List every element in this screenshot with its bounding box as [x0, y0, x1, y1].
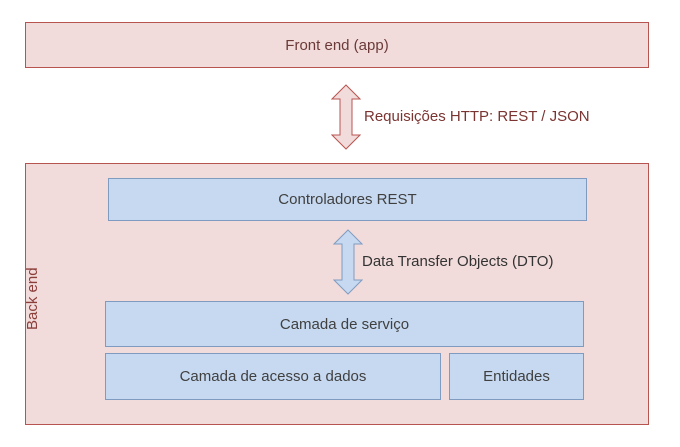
- dto-double-arrow-icon: [333, 229, 363, 295]
- frontend-box: Front end (app): [25, 22, 649, 68]
- entities-box: Entidades: [449, 353, 584, 400]
- controllers-label: Controladores REST: [278, 191, 417, 208]
- http-connector-label: Requisições HTTP: REST / JSON: [364, 108, 590, 125]
- frontend-label: Front end (app): [285, 36, 389, 54]
- service-layer-box: Camada de serviço: [105, 301, 584, 347]
- dto-connector-label: Data Transfer Objects (DTO): [362, 253, 554, 270]
- entities-label: Entidades: [483, 368, 550, 385]
- http-double-arrow-icon: [331, 84, 361, 150]
- backend-label: Back end: [24, 267, 41, 330]
- service-layer-label: Camada de serviço: [279, 315, 410, 333]
- data-access-layer-box: Camada de acesso a dados: [105, 353, 441, 400]
- controllers-box: Controladores REST: [108, 178, 587, 221]
- data-access-layer-label: Camada de acesso a dados: [179, 368, 367, 385]
